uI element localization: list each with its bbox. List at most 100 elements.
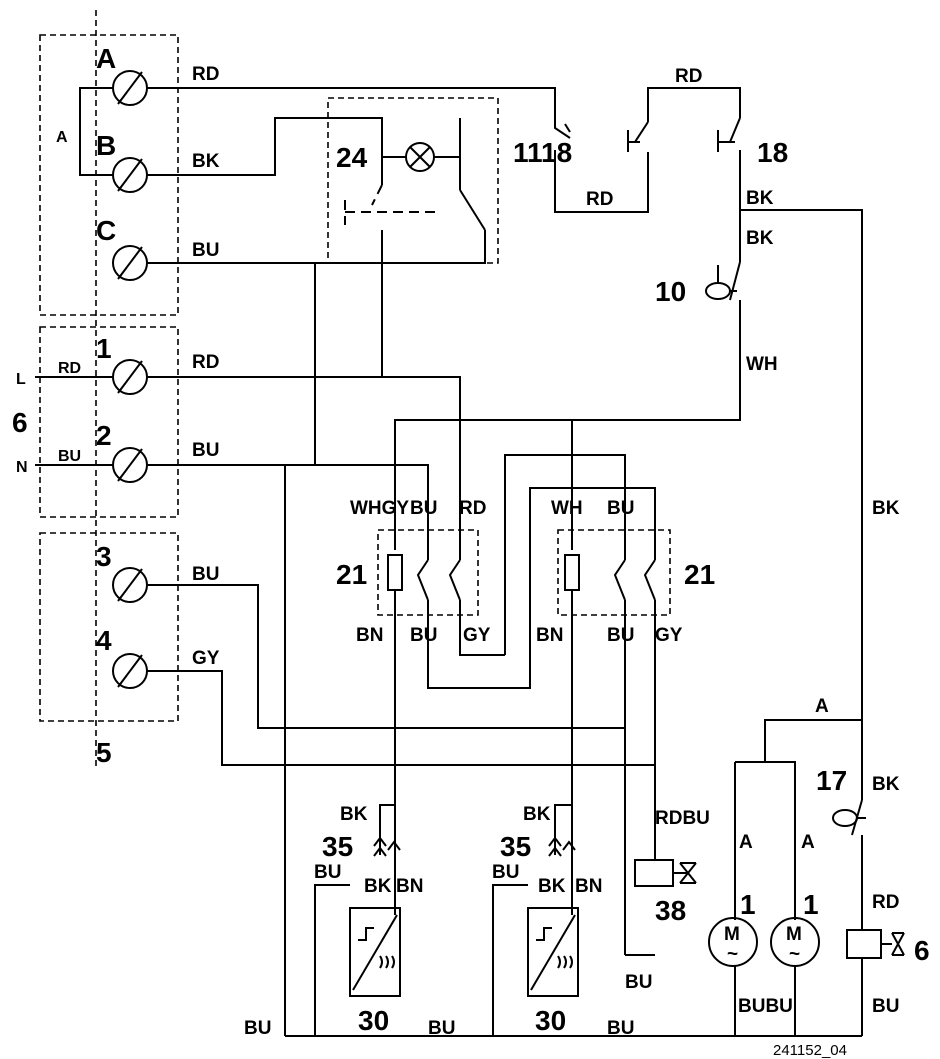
label-contactor-right-gy: GY [655,625,683,646]
label-wire-bu-38: BU [625,972,652,993]
label-wire-bk-18: BK [746,188,774,209]
wire-bu-heater-right [492,884,528,1036]
drawing-code: 241152_04 [773,1042,847,1059]
label-wire-bk-b: BK [192,151,220,172]
valve-38-symbol [634,859,697,887]
label-wire-gy-4: GY [192,648,220,669]
wire-bk-b [147,117,383,185]
label-wire-wh: WH [746,354,778,375]
label-wire-bk-10: BK [746,228,774,249]
terminal-block-abc [39,34,179,316]
label-motor-m-right: M [786,924,802,945]
label-heater-left-bk-top: BK [340,804,368,825]
label-rd-l: RD [58,360,81,377]
label-bu-n: BU [58,448,81,465]
label-heater-right-bu: BU [492,862,519,883]
wire-bu-3 [147,584,626,955]
contactor-left-internals [387,554,461,601]
label-wire-rd-loop: RD [586,189,613,210]
label-motors-bubu: BUBU [738,996,793,1017]
terminal-a [112,70,148,106]
wire-bu-heater-left [314,884,350,1036]
label-l: L [16,371,26,388]
terminals [112,70,148,689]
label-wire-rd-top: RD [675,66,702,87]
label-n: N [16,459,28,476]
label-valve-38: 38 [655,895,686,926]
label-contactor-left-gy: GY [463,625,491,646]
wire-a-motors [764,719,862,762]
label-wire-bu-6: BU [872,996,899,1017]
lamp-switch-frame [327,97,499,264]
label-switch-1118: 1118 [513,137,572,168]
label-terminal-4: 4 [96,625,112,656]
terminal-c [112,245,148,281]
terminal-b [112,157,148,193]
label-contactor-left-bu-out: BU [410,625,437,646]
label-terminal-b: B [96,130,116,161]
wire-rd-loop [554,150,649,213]
label-motor-wire-a-left: A [739,832,753,853]
label-bottom-bu-mid: BU [428,1018,455,1039]
label-heater-30-left: 30 [358,1005,389,1036]
label-terminal-2: 2 [96,420,112,451]
bridge-a-b [79,87,113,176]
wire-rd-top [647,87,741,122]
label-heater-30-right: 30 [535,1005,566,1036]
switch-middle-symbol [627,121,649,152]
lamp-switch-unit [344,118,486,231]
terminal-3 [112,567,148,603]
label-heater-left-bu: BU [314,862,341,883]
wires [35,87,863,1037]
connector-35-right [548,836,576,857]
valve-6-symbol [846,929,905,959]
pressostat-17-symbol [832,799,866,836]
motor-1-left [708,917,758,967]
label-block-5: 5 [96,737,112,768]
switch-18-symbol [717,117,741,152]
label-wire-a: A [815,696,829,717]
thermostat-10-symbol [705,261,741,301]
wire-bu-c [147,230,486,264]
label-contactor-right-bu-out: BU [607,625,634,646]
label-wire-bu-2: BU [192,440,219,461]
label-contactor-right-bu: BU [607,498,634,519]
label-motor-ac-left: ~ [727,944,738,965]
label-bridge: A [56,129,68,146]
label-terminal-c: C [96,215,116,246]
connector-35-left [373,836,401,857]
label-valve-6: 6 [914,935,930,966]
wire-rd-a [147,87,556,118]
heater-30-left [349,907,401,997]
terminal-1 [112,359,148,395]
label-connector-35-right: 35 [500,831,531,862]
label-heater-left-bn: BN [396,876,423,897]
label-contactor-left-bn: BN [356,625,383,646]
wire-gy-4 [147,670,656,860]
label-contactor-right-wh: WH [551,498,583,519]
wire-bk-left [379,804,395,855]
label-wire-bk-17: BK [872,774,900,795]
wire-rd-1 [147,376,461,560]
contactor-right-internals [564,554,656,601]
label-motor-m-left: M [724,924,740,945]
label-thermostat-10: 10 [655,276,686,307]
label-contactor-left-whgy: WHGY [350,498,409,519]
wire-bu-cross [427,487,656,689]
label-wire-rdbu: RDBU [655,808,710,829]
label-motor-ac-right: ~ [789,944,800,965]
terminal-4 [112,653,148,689]
wire-a-bus [735,761,796,920]
label-heater-right-bk: BK [538,876,566,897]
label-wire-bu-c: BU [192,240,219,261]
terminal-block-frames [39,10,671,770]
label-contactor-21-left: 21 [336,559,367,590]
wire-bu-loop [504,454,626,655]
switch-1118-symbol [554,118,571,139]
wire-gy-out [459,600,505,656]
label-bottom-bu-right: BU [607,1018,634,1039]
label-contactor-left-bu: BU [410,498,437,519]
label-connector-35-left: 35 [322,831,353,862]
label-motor-1-right: 1 [803,889,819,920]
